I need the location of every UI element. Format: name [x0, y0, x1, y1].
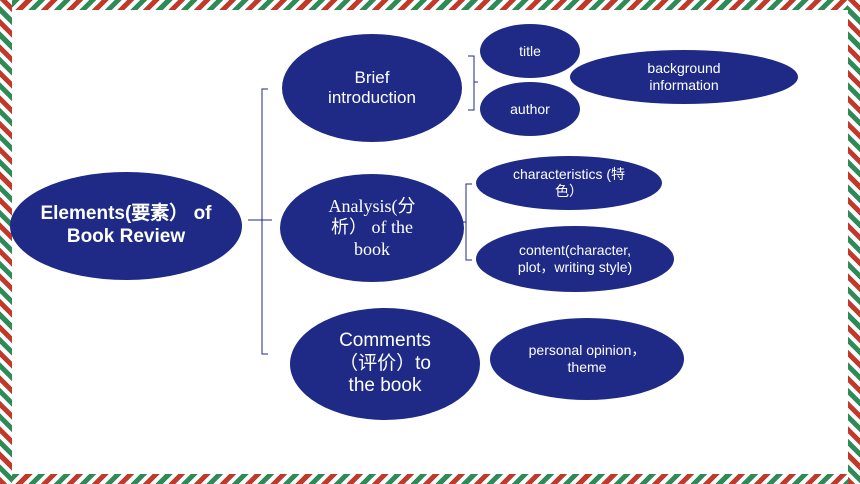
leaf-background-information: background information — [570, 50, 798, 104]
branch-label: Analysis(分析） of the book — [328, 195, 416, 259]
leaf-label: author — [510, 100, 550, 117]
leaf-content: content(character, plot，writing style) — [476, 226, 674, 292]
leaf-title: title — [480, 24, 580, 78]
border-left — [0, 0, 12, 484]
root-bracket — [248, 88, 272, 355]
leaf-label: title — [519, 42, 541, 59]
leaf-label: background information — [647, 60, 721, 93]
border-top — [0, 0, 860, 10]
leaf-characteristics: characteristics (特色） — [476, 156, 662, 210]
branch-label: Brief introduction — [328, 67, 416, 107]
border-right — [848, 0, 860, 484]
root-label: Elements(要素） of Book Review — [40, 203, 212, 247]
root-node: Elements(要素） of Book Review — [10, 172, 242, 280]
border-bottom — [0, 474, 860, 484]
branch-brief-introduction: Brief introduction — [282, 34, 462, 142]
leaf-label: personal opinion，theme — [528, 342, 646, 375]
branch-comments: Comments（评价）to the book — [290, 308, 480, 420]
leaf-label: content(character, plot，writing style) — [517, 242, 633, 275]
leaf-label: characteristics (特色） — [512, 166, 626, 199]
brief-bracket — [468, 55, 478, 111]
branch-analysis: Analysis(分析） of the book — [280, 174, 464, 282]
branch-label: Comments（评价）to the book — [339, 329, 431, 397]
leaf-personal-opinion: personal opinion，theme — [490, 318, 684, 400]
leaf-author: author — [480, 82, 580, 136]
